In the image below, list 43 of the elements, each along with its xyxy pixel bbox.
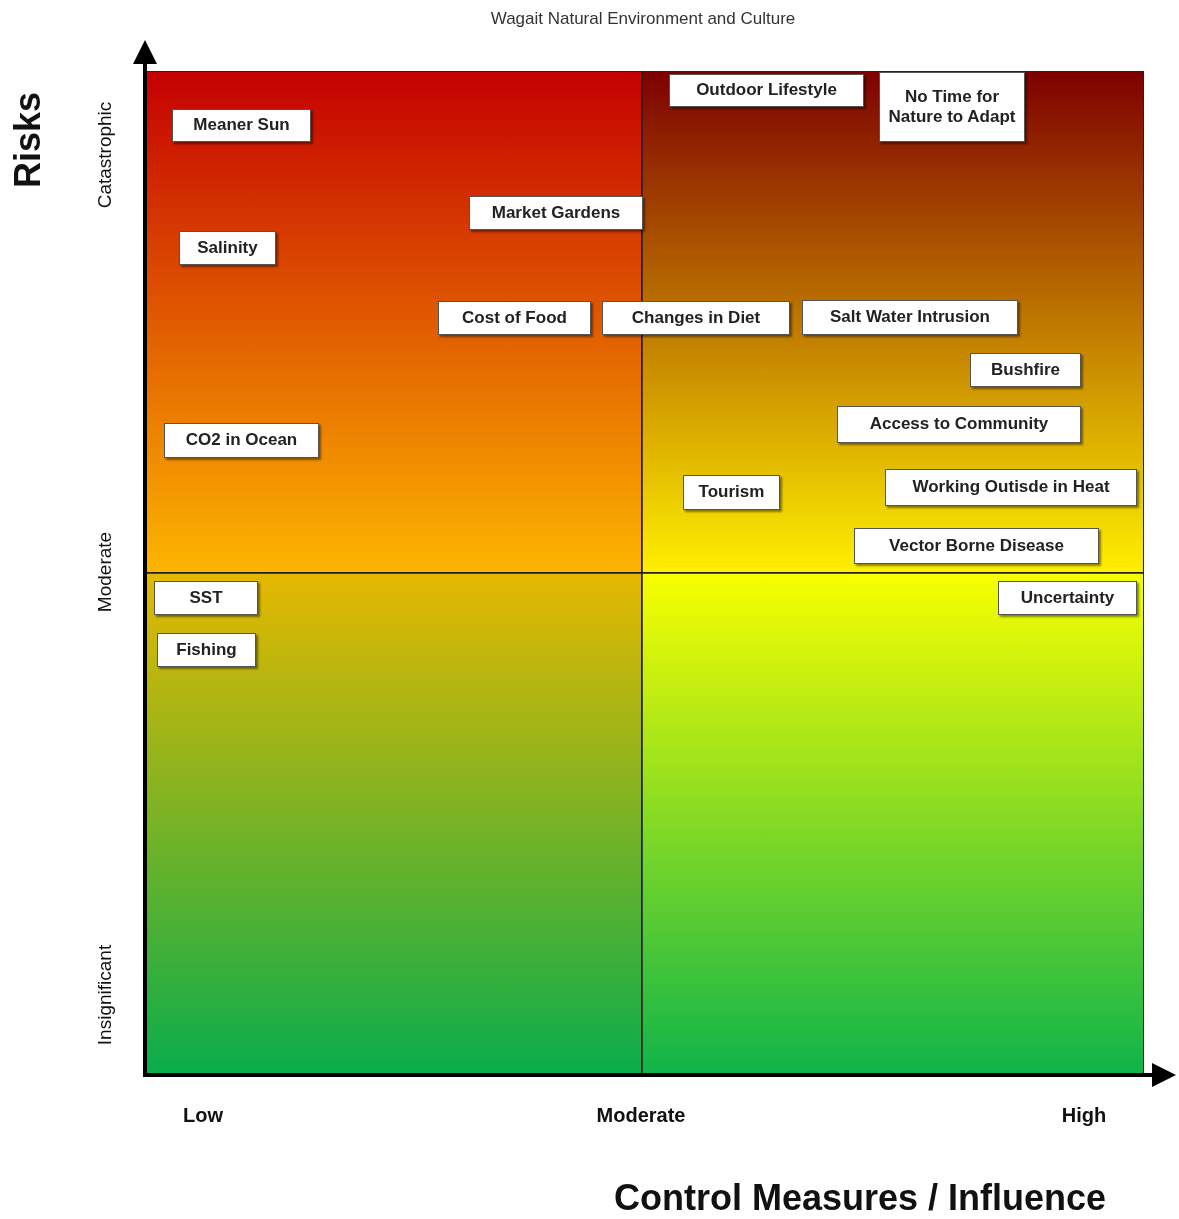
risk-label-box — [172, 109, 311, 142]
axis-tick-label: High — [1061, 1103, 1107, 1127]
axis-tick-label: Catastrophic — [94, 101, 116, 209]
risk-label-box — [837, 406, 1081, 443]
risk-label-box — [879, 72, 1025, 142]
risk-label-box — [438, 301, 591, 335]
risk-label-box — [970, 353, 1081, 387]
risk-name: Vector Borne Disease — [889, 535, 1064, 557]
risk-name: SST — [189, 587, 223, 609]
risk-name: Bushfire — [991, 359, 1060, 381]
risk-name: Outdoor Lifestyle — [696, 80, 837, 101]
risk-label-box — [683, 475, 780, 510]
risk-name: Tourism — [698, 482, 765, 503]
chart-title: Wagait Natural Environment and Culture — [490, 9, 796, 29]
risk-name: Access to Community — [869, 414, 1049, 435]
risk-label-box — [164, 423, 319, 458]
risk-label-box — [469, 196, 643, 230]
risk-label-box — [669, 74, 864, 107]
risk-name: Meaner Sun — [193, 115, 290, 136]
axis-title: Control Measures / Influence — [613, 1177, 1107, 1219]
risk-name: No Time for Nature to Adapt — [887, 86, 1017, 128]
risk-name: Fishing — [176, 639, 237, 661]
risk-label-box — [885, 469, 1137, 506]
risk-name: Uncertainty — [1020, 587, 1115, 609]
risk-name: Salt Water Intrusion — [830, 307, 990, 328]
risk-label-box — [179, 231, 276, 265]
risk-label-box — [802, 300, 1018, 335]
risk-label-box — [602, 301, 790, 335]
risk-label-box — [854, 528, 1099, 564]
risk-name: Working Outisde in Heat — [912, 477, 1110, 498]
axis-tick-label: Low — [183, 1103, 223, 1127]
risk-name: Cost of Food — [462, 307, 567, 329]
axis-tick-label: Moderate — [94, 531, 116, 613]
risk-label-box — [154, 581, 258, 615]
risk-label-box — [998, 581, 1137, 615]
risk-name: CO2 in Ocean — [185, 430, 298, 451]
risk-name: Salinity — [197, 237, 258, 259]
axis-tick-label: Insignificant — [94, 944, 116, 1046]
risk-name: Changes in Diet — [631, 307, 761, 329]
axis-title: Risks — [7, 91, 49, 189]
axis-tick-label: Moderate — [596, 1103, 686, 1127]
risk-label-box — [157, 633, 256, 667]
risk-name: Market Gardens — [491, 202, 621, 224]
